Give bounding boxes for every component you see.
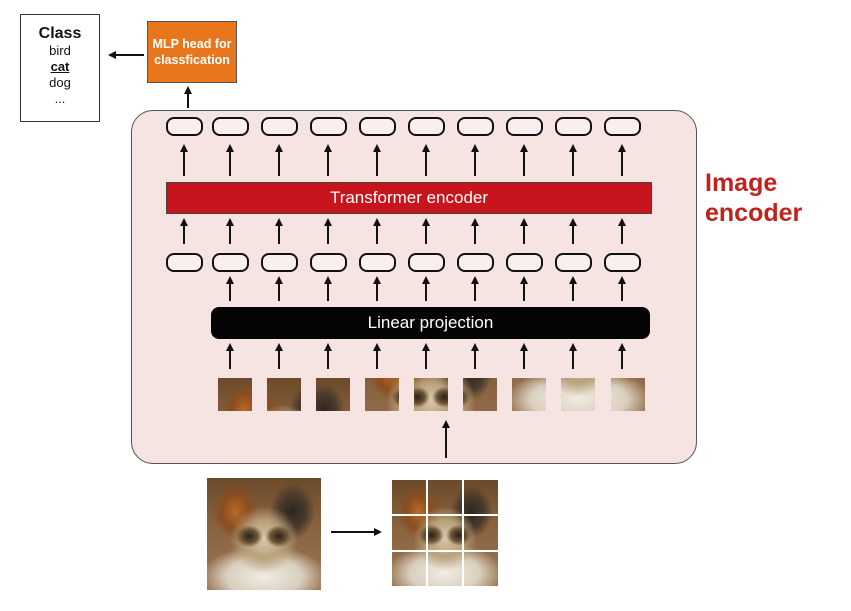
input-token xyxy=(408,253,445,272)
input-token xyxy=(604,253,641,272)
image-encoder-label: Image encoder xyxy=(705,169,803,227)
output-token xyxy=(261,117,298,136)
image-patch xyxy=(463,378,497,411)
transformer-encoder-label: Transformer encoder xyxy=(329,188,489,207)
output-token xyxy=(166,117,203,136)
output-token xyxy=(310,117,347,136)
input-token xyxy=(166,253,203,272)
cat-photo-image xyxy=(207,478,321,590)
grid-patch xyxy=(464,552,498,586)
input-token xyxy=(555,253,592,272)
output-token xyxy=(212,117,249,136)
class-output-box: Class bird cat dog ... xyxy=(20,14,100,122)
class-item: dog xyxy=(49,75,71,90)
input-token xyxy=(212,253,249,272)
transformer-encoder-block: Transformer encoder xyxy=(166,182,652,214)
output-token xyxy=(506,117,543,136)
grid-patch xyxy=(392,516,426,550)
output-token xyxy=(359,117,396,136)
input-token xyxy=(457,253,494,272)
image-patch xyxy=(316,378,350,411)
output-token xyxy=(555,117,592,136)
input-token xyxy=(261,253,298,272)
cat-patch-grid xyxy=(392,480,498,586)
grid-patch xyxy=(464,480,498,514)
grid-patch xyxy=(464,516,498,550)
output-token xyxy=(457,117,494,136)
grid-patch xyxy=(392,480,426,514)
class-item: bird xyxy=(49,43,71,58)
grid-patch xyxy=(428,552,462,586)
class-item: ... xyxy=(54,91,66,106)
input-token xyxy=(310,253,347,272)
image-patch xyxy=(218,378,252,411)
output-token xyxy=(408,117,445,136)
input-token xyxy=(359,253,396,272)
class-title: Class xyxy=(38,25,82,42)
grid-patch xyxy=(428,480,462,514)
image-patch xyxy=(512,378,546,411)
image-patch xyxy=(561,378,595,411)
linear-projection-block: Linear projection xyxy=(211,307,650,339)
image-patch xyxy=(365,378,399,411)
image-patch xyxy=(611,378,645,411)
grid-patch xyxy=(428,516,462,550)
image-patch xyxy=(414,378,448,411)
linear-projection-label: Linear projection xyxy=(367,313,494,332)
class-item-selected: cat xyxy=(50,59,70,74)
input-token xyxy=(506,253,543,272)
output-token xyxy=(604,117,641,136)
image-patch xyxy=(267,378,301,411)
mlp-head-box: MLP head for classfication xyxy=(147,21,237,83)
grid-patch xyxy=(392,552,426,586)
mlp-head-label: MLP head for classfication xyxy=(152,37,232,67)
